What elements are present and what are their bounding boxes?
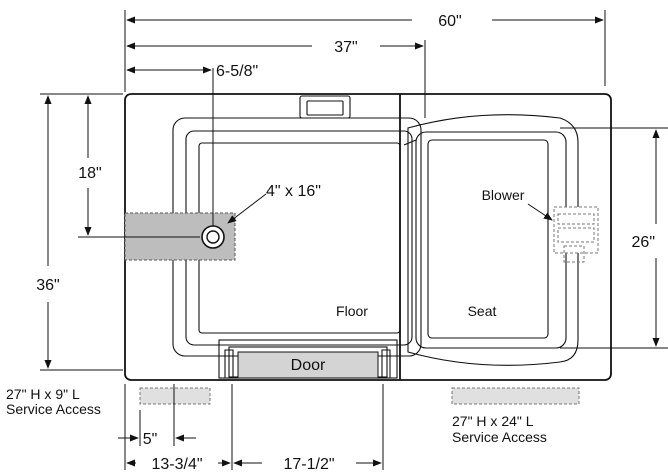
- blower-leader: [527, 203, 553, 221]
- dimension-60-label: 60": [438, 13, 461, 30]
- service-access-right-label: Service Access: [452, 429, 547, 445]
- dimension-13-3-4-label: 13-3/4": [151, 456, 202, 472]
- drain-size-leader: [227, 193, 267, 224]
- dimension-5-label: 5": [143, 431, 158, 448]
- service-access-left: 27" H x 9" L Service Access: [6, 386, 211, 417]
- service-access-left-size: 27" H x 9" L: [6, 386, 80, 402]
- door-label: Door: [291, 357, 326, 374]
- dimension-60: 60": [124, 10, 606, 92]
- floor-label: Floor: [336, 303, 368, 319]
- drain-icon: [201, 225, 225, 249]
- dimension-17-1-2: 17-1/2": [233, 384, 384, 472]
- service-access-right-size: 27" H x 24" L: [452, 413, 534, 429]
- dimension-26: 26": [560, 127, 668, 349]
- drain-size-label: 4" x 16": [266, 183, 321, 200]
- dimension-13-3-4: 13-3/4": [124, 384, 233, 472]
- dimension-17-1-2-label: 17-1/2": [283, 456, 334, 472]
- service-access-right-box: [451, 387, 580, 405]
- dimension-37: 37": [126, 39, 426, 118]
- dimension-6-5-8: 6-5/8": [126, 63, 258, 226]
- service-access-left-label: Service Access: [6, 401, 101, 417]
- service-access-right: 27" H x 24" L Service Access: [451, 387, 580, 445]
- dimension-6-5-8-label: 6-5/8": [216, 63, 258, 80]
- blower-label: Blower: [482, 187, 525, 203]
- dimension-18: 18": [78, 95, 200, 238]
- dimension-36-label: 36": [36, 277, 59, 294]
- dimension-5: 5": [118, 384, 196, 448]
- seat-area: [403, 114, 579, 366]
- blower-unit: [553, 206, 599, 263]
- dimension-36: 36": [36, 93, 123, 371]
- door: Door: [218, 339, 398, 379]
- dimension-18-label: 18": [78, 165, 101, 182]
- dimension-26-label: 26": [632, 234, 655, 251]
- dimension-37-label: 37": [334, 39, 357, 56]
- seat-label: Seat: [468, 303, 497, 319]
- top-handle: [299, 95, 351, 119]
- service-access-left-box: [139, 387, 211, 405]
